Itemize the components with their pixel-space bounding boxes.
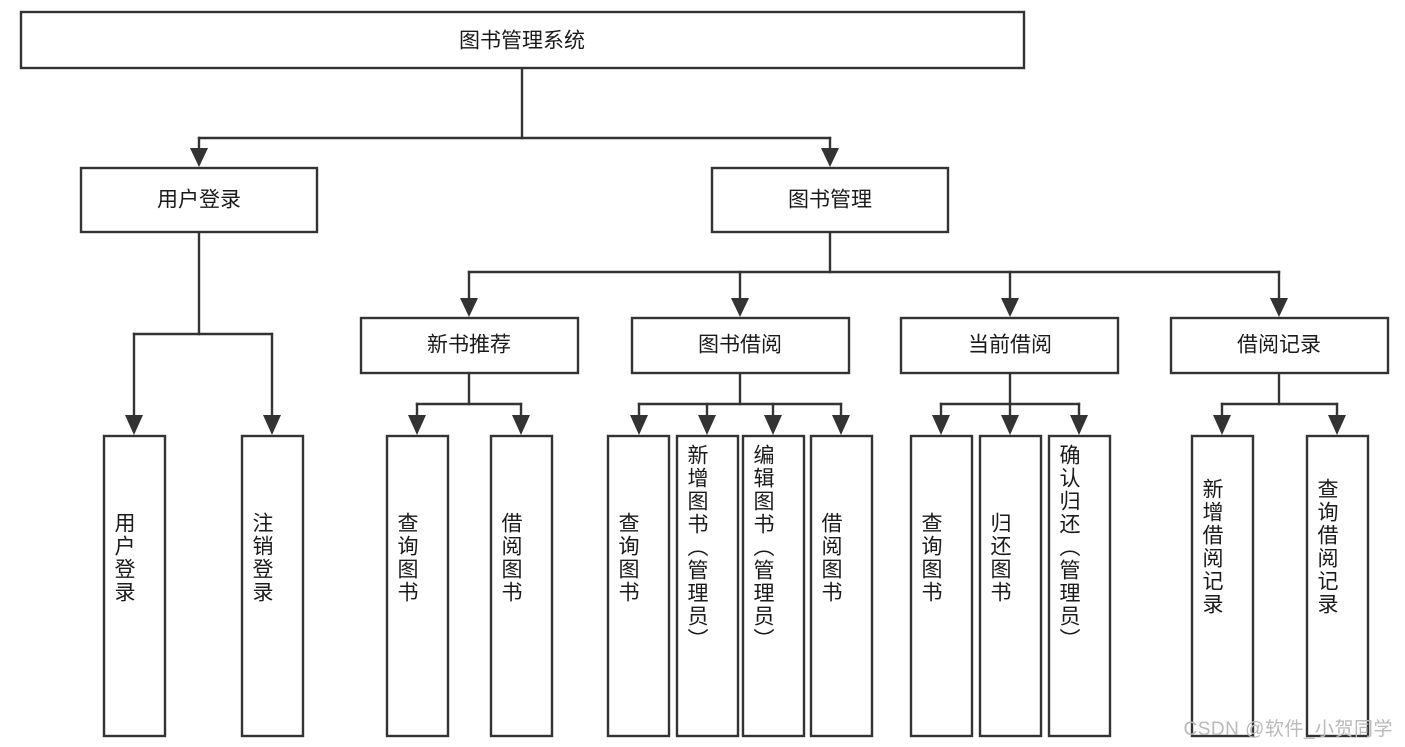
node-current-borrow-label: 当前借阅	[968, 334, 1052, 357]
arrowhead-leaf-user-login	[125, 415, 143, 435]
node-leaf-user-logout-box[interactable]	[240, 434, 305, 738]
node-new-book-recommend-box[interactable]	[359, 316, 580, 375]
arrowhead-leaf-add-book	[698, 415, 716, 435]
nodes-group: 图书管理系统 用户登录 图书管理 新书推荐 图书借阅 当前借阅 借阅记录	[19, 10, 1390, 738]
node-leaf-query-book-1-box[interactable]	[385, 434, 450, 738]
arrowhead-leaf-query-book-1	[408, 415, 426, 435]
arrowhead-leaf-query-record	[1328, 415, 1346, 435]
arrowhead-borrow-record	[1270, 298, 1288, 317]
arrowhead-book-borrow	[731, 298, 749, 317]
node-book-borrow-box[interactable]	[630, 316, 851, 375]
node-new-book-recommend-label: 新书推荐	[427, 334, 511, 357]
node-leaf-return-book-box[interactable]	[978, 434, 1043, 738]
node-book-borrow-label: 图书借阅	[698, 334, 782, 357]
node-leaf-edit-book-box[interactable]	[741, 434, 806, 738]
arrowhead-current-borrow	[1001, 298, 1019, 317]
arrowhead-leaf-confirm-return	[1070, 415, 1088, 435]
node-leaf-query-book-2-box[interactable]	[606, 434, 671, 738]
node-borrow-record-box[interactable]	[1169, 316, 1390, 375]
node-book-manage-label: 图书管理	[788, 189, 872, 212]
node-leaf-confirm-return-box[interactable]	[1047, 434, 1112, 738]
csdn-watermark: CSDN @软件_小贺同学	[1183, 719, 1393, 740]
node-leaf-add-book-box[interactable]	[675, 434, 740, 738]
arrowhead-leaf-add-record	[1213, 415, 1231, 435]
arrowhead-leaf-return-book	[1001, 415, 1019, 435]
arrowhead-leaf-user-logout	[263, 415, 281, 435]
node-borrow-record-label: 借阅记录	[1237, 334, 1321, 357]
node-user-login-label: 用户登录	[157, 189, 241, 212]
arrowhead-user-login	[190, 148, 208, 167]
node-leaf-borrow-book-2-box[interactable]	[809, 434, 874, 738]
connectors-group	[125, 66, 1346, 435]
node-leaf-add-record-box[interactable]	[1190, 434, 1255, 738]
node-user-login-box[interactable]	[79, 166, 319, 234]
arrowhead-book-manage	[821, 148, 839, 167]
arrowhead-leaf-borrow-book-1	[512, 415, 530, 435]
node-leaf-borrow-book-1-box[interactable]	[489, 434, 554, 738]
arrowhead-leaf-query-book-2	[630, 415, 648, 435]
node-leaf-query-book-3-box[interactable]	[909, 434, 974, 738]
node-root-label: 图书管理系统	[459, 30, 585, 53]
arrowhead-new-book-recommend	[460, 298, 478, 317]
node-current-borrow-box[interactable]	[899, 316, 1120, 375]
node-leaf-user-login-box[interactable]	[102, 434, 167, 738]
node-book-manage-box[interactable]	[710, 166, 950, 234]
node-root-box[interactable]	[19, 10, 1026, 70]
node-leaf-query-record-box[interactable]	[1305, 434, 1370, 738]
arrowhead-leaf-edit-book	[764, 415, 782, 435]
arrowhead-leaf-query-book-3	[932, 415, 950, 435]
arrowhead-leaf-borrow-book-2	[832, 415, 850, 435]
